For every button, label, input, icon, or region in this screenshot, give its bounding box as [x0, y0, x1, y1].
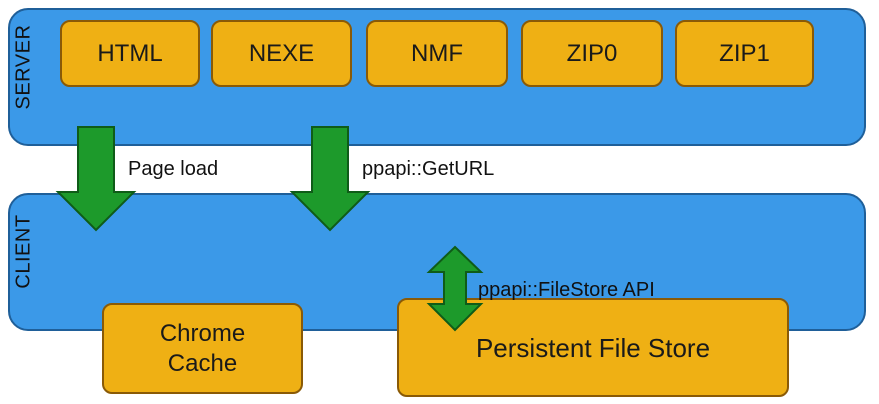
chrome-cache-label-line2: Cache [167, 349, 238, 377]
get-url-caption: ppapi::GetURL [362, 158, 495, 180]
get-url-arrow [289, 126, 371, 232]
filestore-api-arrow [426, 245, 484, 332]
zip0-file-box: ZIP0 [521, 20, 663, 87]
persistent-file-store-label: Persistent File Store [475, 332, 711, 363]
html-file-label: HTML [97, 39, 163, 67]
page-load-arrow [55, 126, 137, 232]
client-label: CLIENT [12, 214, 35, 289]
filestore-api-caption: ppapi::FileStore API [478, 279, 655, 301]
server-label: SERVER [12, 24, 35, 110]
nexe-file-label: NEXE [248, 39, 315, 67]
page-load-caption: Page load [128, 158, 219, 180]
nmf-file-label: NMF [411, 39, 463, 67]
zip0-file-label: ZIP0 [566, 39, 618, 67]
chrome-cache-label-line1: Chrome [159, 319, 246, 347]
nexe-file-box: NEXE [211, 20, 352, 87]
zip1-file-box: ZIP1 [675, 20, 814, 87]
zip1-file-label: ZIP1 [719, 39, 770, 67]
nmf-file-box: NMF [366, 20, 508, 87]
html-file-box: HTML [60, 20, 200, 87]
chrome-cache-box: Chrome Cache [102, 303, 303, 394]
